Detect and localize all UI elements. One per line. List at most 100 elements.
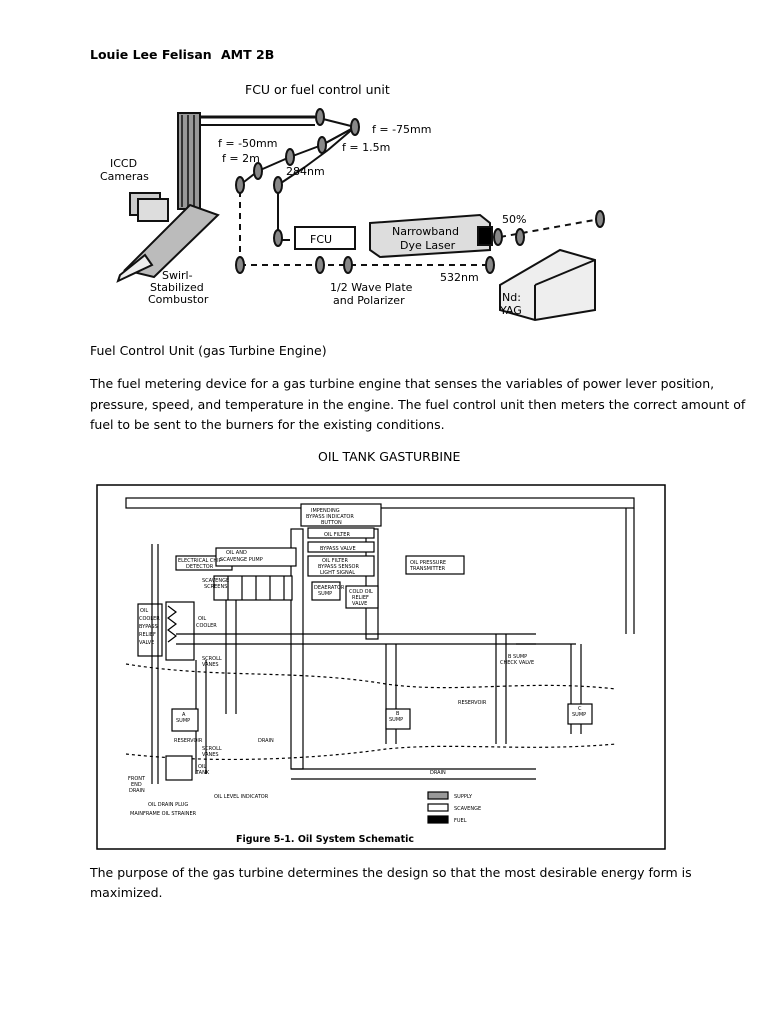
- legend-scavenge-swatch: [427, 803, 449, 812]
- impending-box: [300, 503, 382, 527]
- lbl-legend-supply: SUPPLY: [454, 794, 473, 800]
- oil-tank: [165, 755, 193, 781]
- scavenge-pump-box: [215, 547, 297, 567]
- lbl-impending2: BYPASS INDICATOR: [306, 514, 354, 520]
- lbl-oil-pressure1: OIL PRESSURE: [410, 560, 446, 566]
- lbl-front-end2: END: [131, 782, 142, 788]
- lbl-oil-drain-plug: OIL DRAIN PLUG: [148, 802, 188, 808]
- lbl-drain1: DRAIN: [258, 738, 274, 744]
- fcu-laser-diagram: ICCD Cameras f = -50mm f = 2m f = -75mm …: [100, 108, 605, 322]
- f15-label: f = 1.5m: [342, 141, 390, 154]
- lbl-cooler-bypass3: BYPASS: [139, 624, 158, 630]
- c-sump: [567, 703, 593, 725]
- combustor-label: Combustor: [148, 293, 209, 306]
- wave-plate-label: 1/2 Wave Plate: [330, 281, 413, 294]
- narrowband-label: Narrowband: [392, 225, 459, 238]
- lbl-cold-oil3: VALVE: [352, 601, 367, 607]
- lbl-scroll-vanes1: SCROLL: [202, 656, 222, 662]
- b-sump: [385, 708, 411, 730]
- lbl-scroll-low1: SCROLL: [202, 746, 222, 752]
- legend-supply-swatch: [427, 791, 449, 800]
- lbl-filter-bypass3: LIGHT SIGNAL: [320, 570, 355, 576]
- yag-label: YAG: [499, 304, 522, 317]
- lbl-cooler-bypass4: RELIEF: [139, 632, 156, 638]
- author-name: Louie Lee Felisan: [90, 47, 212, 62]
- f50-label: f = -50mm: [218, 137, 277, 150]
- lbl-legend-fuel: FUEL: [454, 818, 467, 824]
- lbl-filter-bypass1: OIL FILTER: [322, 558, 348, 564]
- lbl-c-sump2: SUMP: [572, 712, 586, 718]
- lbl-oil-pressure2: TRANSMITTER: [409, 566, 446, 572]
- dye-laser-label: Dye Laser: [400, 239, 456, 252]
- dye-laser-box: [369, 213, 491, 259]
- section3-line-1: The purpose of the gas turbine determine…: [90, 865, 692, 880]
- lbl-front-end3: DRAIN: [129, 788, 145, 794]
- section2-heading: OIL TANK GASTURBINE: [318, 449, 461, 464]
- course-code: AMT 2B: [221, 47, 275, 62]
- figure1-caption: FCU or fuel control unit: [245, 82, 390, 97]
- lbl-b-check2: CHECK VALVE: [500, 660, 534, 666]
- lbl-front-end1: FRONT: [128, 776, 146, 782]
- lbl-filter-bypass2: BYPASS SENSOR: [318, 564, 359, 570]
- section1-line-1: The fuel metering device for a gas turbi…: [90, 376, 715, 391]
- polarizer-label: and Polarizer: [333, 294, 405, 307]
- lbl-legend-scavenge: SCAVENGE: [454, 806, 481, 812]
- section1-line-2: pressure, speed, and temperature in the …: [90, 397, 746, 412]
- lbl-bypass-valve: BYPASS VALVE: [320, 546, 356, 552]
- lbl-oil-scav1: OIL AND: [226, 550, 247, 556]
- fcu-label: FCU: [310, 233, 332, 246]
- filter-bypass-box: [307, 555, 375, 577]
- lbl-oil-filter: OIL FILTER: [324, 532, 350, 538]
- lbl-b-sump2: SUMP: [389, 717, 403, 723]
- lbl-cooler-bypass1: OIL: [140, 608, 148, 614]
- lbl-oil-tank1: OIL: [198, 764, 206, 770]
- lbl-scroll-vanes2: VANES: [202, 662, 219, 668]
- pressure-box: [405, 555, 465, 575]
- section1-line-3: fuel to be sent to the burners for the e…: [90, 417, 445, 432]
- figure2-caption: Figure 5-1. Oil System Schematic: [236, 834, 414, 845]
- lbl-screens2: SCREENS: [204, 584, 227, 590]
- nd-yag-box: [499, 248, 596, 322]
- lbl-oil-level: OIL LEVEL INDICATOR: [214, 794, 269, 800]
- lbl-chip2: DETECTOR: [186, 564, 214, 570]
- lbl-drain2: DRAIN: [430, 770, 446, 776]
- lbl-chip1: ELECTRICAL CHIP: [178, 558, 222, 564]
- a-sump: [171, 708, 199, 732]
- lbl-a-sump1: A: [182, 712, 186, 718]
- lbl-reservoir-right: RESERVOIR: [458, 700, 487, 706]
- lbl-screens1: SCAVENGE: [202, 578, 229, 584]
- lbl-impending3: BUTTON: [321, 520, 342, 526]
- fcu-box: [294, 226, 356, 250]
- lbl-cooler-bypass5: VALVE: [139, 640, 154, 646]
- pct50-label: 50%: [502, 213, 526, 226]
- lbl-b-check1: B SUMP: [508, 654, 527, 660]
- lbl-cold-oil2: RELIEF: [352, 595, 369, 601]
- lbl-scroll-low2: VANES: [202, 752, 219, 758]
- lbl-mainframe: MAINFRAME OIL STRAINER: [130, 811, 197, 817]
- deaerator-box: [311, 581, 341, 601]
- lbl-deaerator1: DEAERATOR: [314, 585, 345, 591]
- section1-heading: Fuel Control Unit (gas Turbine Engine): [90, 343, 327, 358]
- lbl-oil-scav2: SCAVENGE PUMP: [220, 557, 263, 563]
- lbl-oil-cooler2: COOLER: [196, 623, 217, 629]
- lbl-reservoir-left: RESERVOIR: [174, 738, 203, 744]
- lbl-cold-oil1: COLD OIL: [349, 589, 373, 595]
- lbl-oil-cooler1: OIL: [198, 616, 206, 622]
- nm284-label: 284nm: [286, 165, 325, 178]
- nm532-label: 532nm: [440, 271, 479, 284]
- legend-fuel-swatch: [427, 815, 449, 824]
- lbl-oil-tank2: TANK: [195, 770, 210, 776]
- cameras-label: Cameras: [100, 170, 149, 183]
- swirl-label: Swirl-: [162, 269, 193, 282]
- oil-system-schematic: IMPENDING BYPASS INDICATOR BUTTON OIL FI…: [96, 484, 666, 850]
- oil-filter-box: [307, 527, 375, 539]
- lbl-a-sump2: SUMP: [176, 718, 190, 724]
- f2-label: f = 2m: [222, 152, 260, 165]
- stabilized-label: Stabilized: [150, 281, 204, 294]
- f75-label: f = -75mm: [372, 123, 431, 136]
- lbl-cooler-bypass2: COOLER: [139, 616, 160, 622]
- cold-oil-box: [345, 585, 379, 609]
- lbl-impending1: IMPENDING: [311, 508, 340, 514]
- bypass-valve-box: [307, 541, 375, 553]
- section3-line-2: maximized.: [90, 885, 163, 900]
